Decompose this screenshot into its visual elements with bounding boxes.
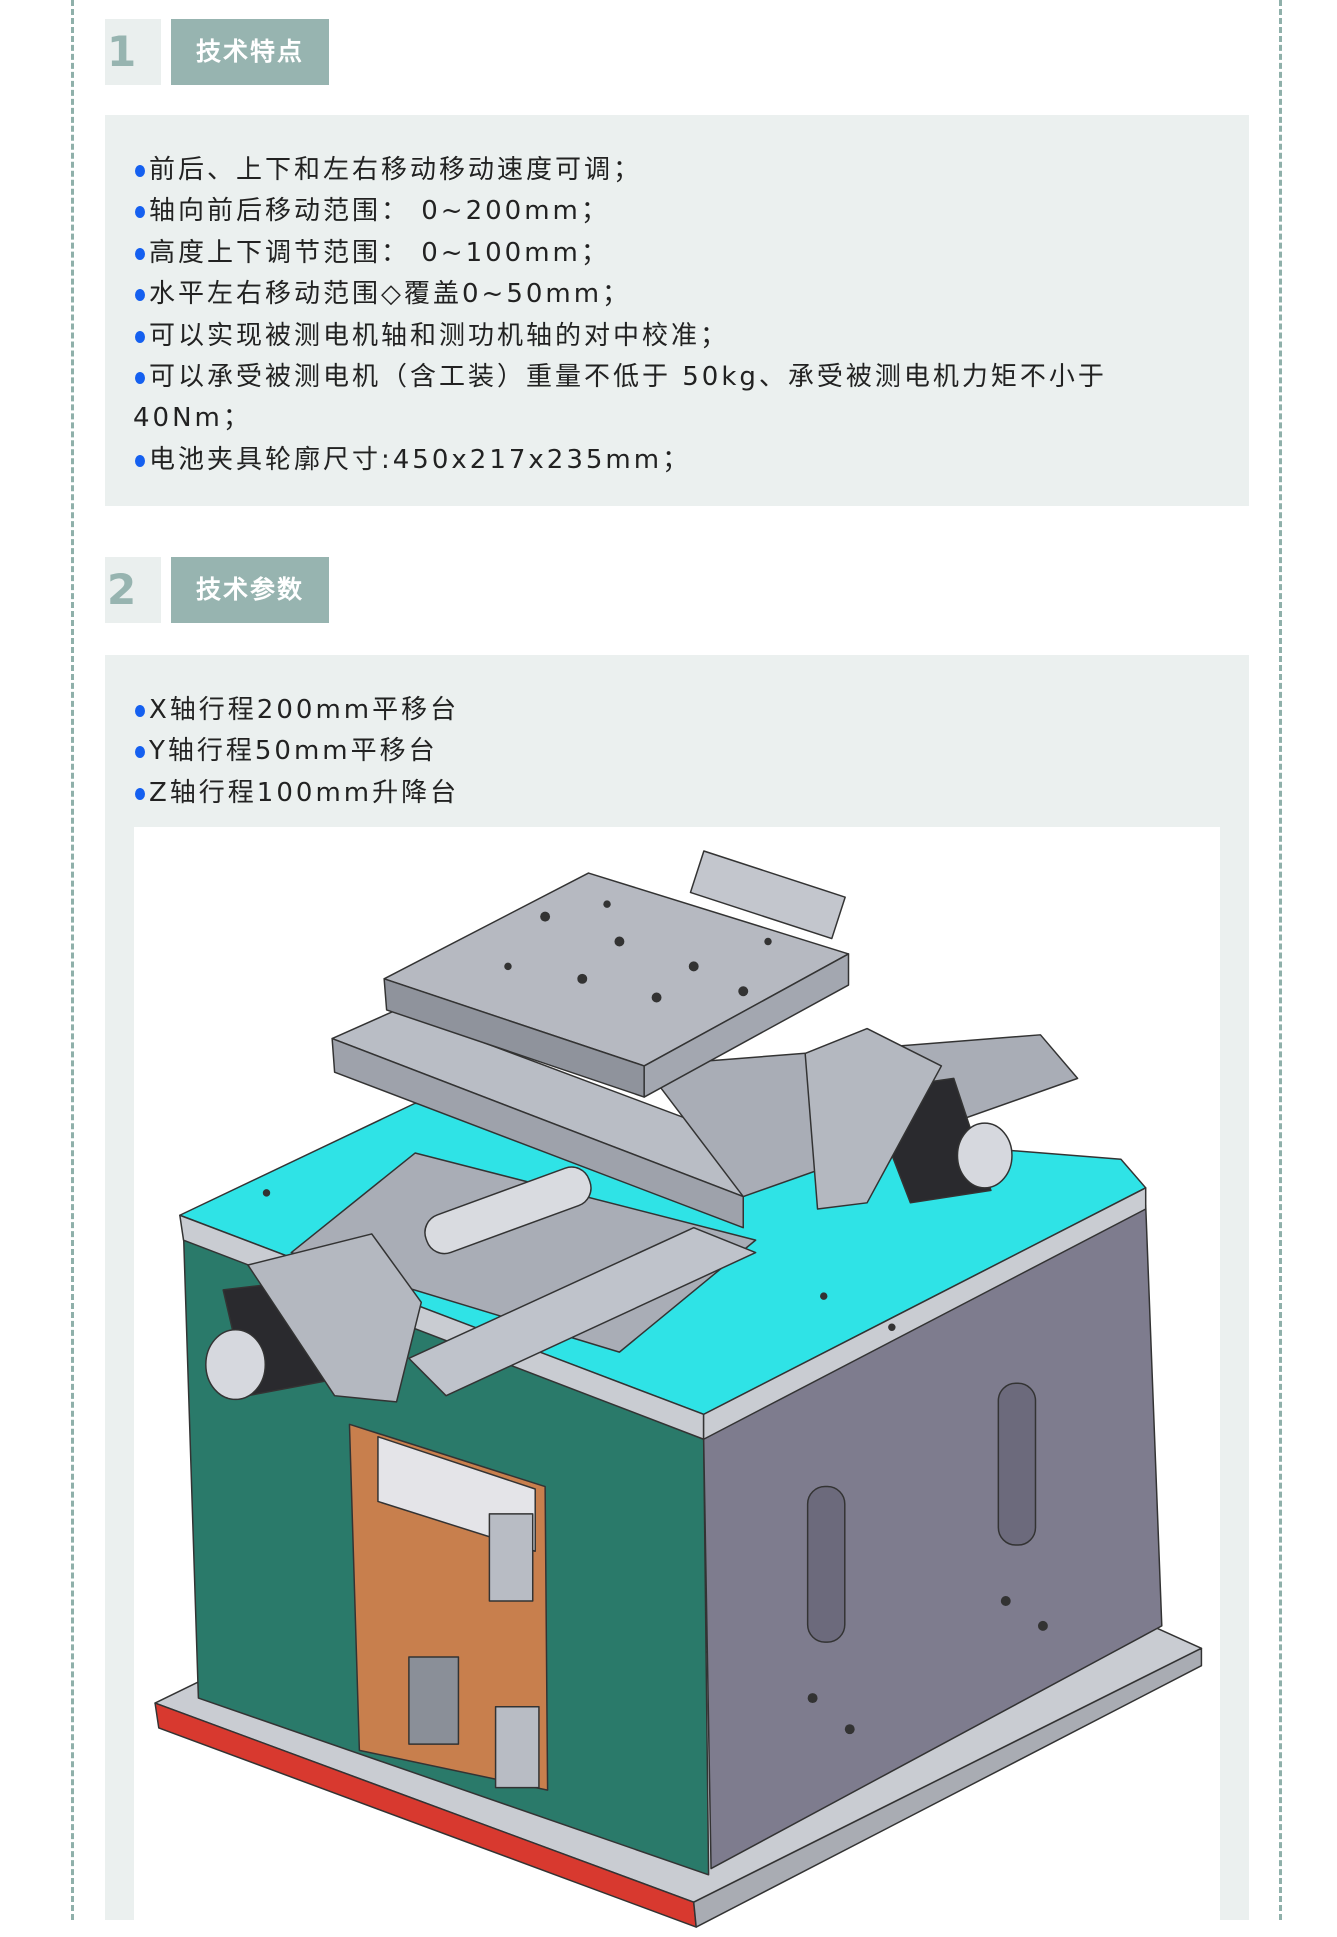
param-text: Z轴行程100mm升降台 — [149, 778, 460, 808]
param-item: Y轴行程50mm平移台 — [135, 730, 438, 767]
param-text: X轴行程200mm平移台 — [149, 695, 460, 725]
feature-item: 可以承受被测电机（含工装）重量不低于 50kg、承受被测电机力矩不小于 — [135, 356, 1107, 393]
feature-text: 高度上下调节范围： 0~100mm； — [149, 238, 610, 268]
bullet-icon — [135, 330, 145, 343]
bullet-icon — [135, 787, 145, 800]
parameters-panel: X轴行程200mm平移台 Y轴行程50mm平移台 Z轴行程100mm升降台 — [105, 655, 1249, 1937]
features-panel: 前后、上下和左右移动移动速度可调； 轴向前后移动范围： 0~200mm； 高度上… — [105, 115, 1249, 506]
bullet-icon — [135, 247, 145, 260]
feature-continuation: 40Nm； — [133, 403, 252, 433]
section-2-number: 2 — [105, 557, 161, 623]
feature-text: 电池夹具轮廓尺寸:450x217x235mm； — [149, 445, 692, 475]
bullet-icon — [135, 704, 145, 717]
feature-item: 电池夹具轮廓尺寸:450x217x235mm； — [135, 439, 691, 476]
fixture-illustration — [154, 850, 1203, 1928]
feature-item: 前后、上下和左右移动移动速度可调； — [135, 149, 642, 186]
bullet-icon — [135, 164, 145, 177]
feature-text: 前后、上下和左右移动移动速度可调； — [149, 155, 643, 185]
bullet-icon — [135, 288, 145, 301]
fixture-cad-image — [134, 827, 1220, 1937]
right-dashed-border — [1279, 0, 1282, 1920]
feature-item: 可以实现被测电机轴和测功机轴的对中校准； — [135, 315, 729, 352]
feature-item: 水平左右移动范围◇覆盖0~50mm； — [135, 273, 631, 310]
feature-text: 可以承受被测电机（含工装）重量不低于 50kg、承受被测电机力矩不小于 — [149, 362, 1107, 392]
feature-text: 可以实现被测电机轴和测功机轴的对中校准； — [149, 321, 730, 351]
param-item: Z轴行程100mm升降台 — [135, 772, 459, 809]
bullet-icon — [135, 371, 145, 384]
feature-item: 轴向前后移动范围： 0~200mm； — [135, 190, 610, 227]
bullet-icon — [135, 454, 145, 467]
section-1-title: 技术特点 — [171, 19, 329, 85]
bullet-icon — [135, 745, 145, 758]
param-text: Y轴行程50mm平移台 — [149, 736, 438, 766]
feature-item: 高度上下调节范围： 0~100mm； — [135, 232, 610, 269]
feature-text: 水平左右移动范围◇覆盖0~50mm； — [149, 279, 632, 309]
feature-text: 轴向前后移动范围： 0~200mm； — [149, 196, 610, 226]
bullet-icon — [135, 205, 145, 218]
param-item: X轴行程200mm平移台 — [135, 689, 459, 726]
section-1-number: 1 — [105, 19, 161, 85]
section-2-title: 技术参数 — [171, 557, 329, 623]
left-dashed-border — [71, 0, 74, 1920]
